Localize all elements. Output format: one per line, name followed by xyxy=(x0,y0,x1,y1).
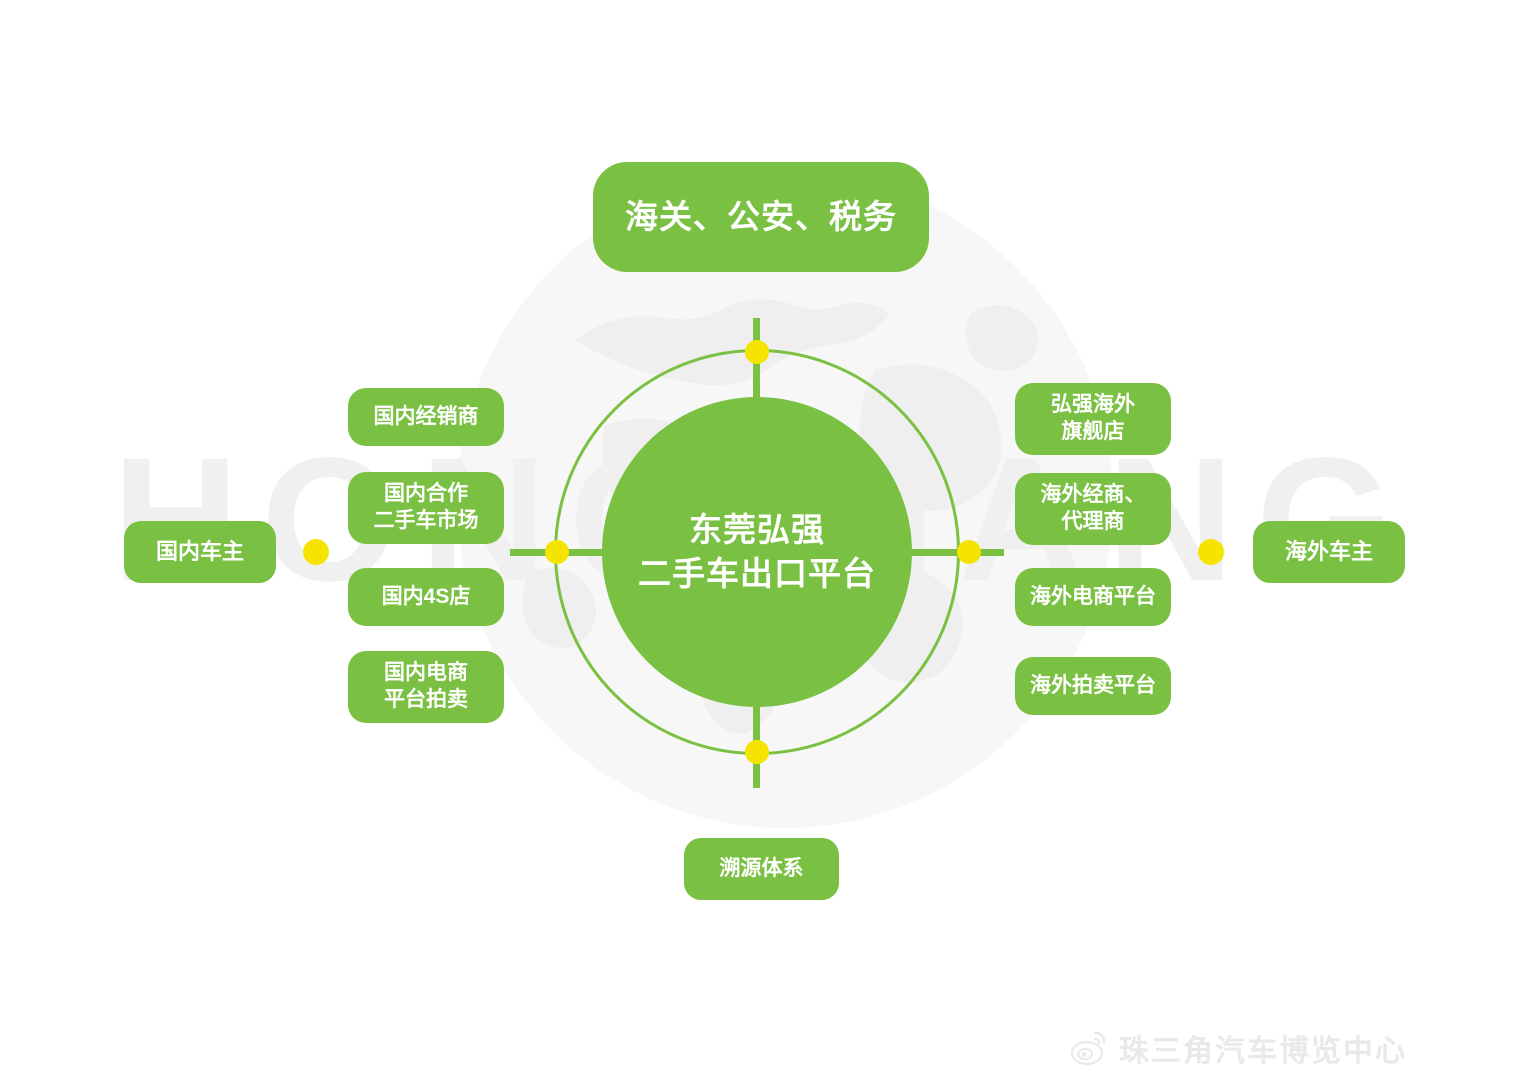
node-authorities[interactable]: 海关、公安、税务 xyxy=(593,162,929,272)
node-traceability-system-label: 溯源体系 xyxy=(719,856,804,880)
node-authorities-label: 海关、公安、税务 xyxy=(625,197,897,235)
hub-center-node[interactable]: 东莞弘强 二手车出口平台 xyxy=(602,397,912,707)
connector-left-outer xyxy=(510,549,558,556)
junction-node-right-outer[interactable] xyxy=(1198,539,1224,565)
node-domestic-car-owner-label: 国内车主 xyxy=(155,538,244,564)
junction-node-west[interactable] xyxy=(545,540,569,564)
node-domestic-dealer-label-1: 国内经销商 xyxy=(373,404,479,428)
node-overseas-auction-platform-label-1: 海外拍卖平台 xyxy=(1030,673,1156,697)
node-traceability-system[interactable]: 溯源体系 xyxy=(684,838,839,900)
node-hongqiang-overseas-flagship[interactable]: 弘强海外 旗舰店 xyxy=(1015,383,1171,455)
node-domestic-4s-store[interactable]: 国内4S店 xyxy=(348,568,504,626)
watermark: 珠三角汽车博览中心 xyxy=(1070,1026,1407,1070)
node-domestic-partner-market-label-2: 二手车市场 xyxy=(373,509,479,532)
weibo-icon xyxy=(1070,1031,1106,1066)
node-overseas-car-owner-label: 海外车主 xyxy=(1284,538,1373,564)
node-hongqiang-overseas-flagship-label-1: 弘强海外 xyxy=(1051,393,1135,417)
junction-node-left-outer[interactable] xyxy=(303,539,329,565)
node-domestic-car-owner[interactable]: 国内车主 xyxy=(124,521,276,583)
connector-bottom-lower xyxy=(753,744,760,788)
node-domestic-dealer[interactable]: 国内经销商 xyxy=(348,388,504,446)
node-overseas-ecommerce-platform[interactable]: 海外电商平台 xyxy=(1015,568,1171,626)
node-domestic-4s-store-label-1: 国内4S店 xyxy=(381,584,471,608)
node-overseas-car-owner[interactable]: 海外车主 xyxy=(1253,521,1405,583)
node-domestic-partner-market-label-1: 国内合作 xyxy=(384,482,468,506)
hub-title-line-2: 二手车出口平台 xyxy=(638,555,876,592)
node-overseas-auction-platform[interactable]: 海外拍卖平台 xyxy=(1015,657,1171,715)
junction-node-north[interactable] xyxy=(745,340,769,364)
node-domestic-ecommerce-auction-label-2: 平台拍卖 xyxy=(384,688,468,711)
node-overseas-ecommerce-platform-label-1: 海外电商平台 xyxy=(1030,584,1156,608)
node-domestic-ecommerce-auction[interactable]: 国内电商 平台拍卖 xyxy=(348,651,504,723)
node-overseas-dealer-agent-label-1: 海外经商、 xyxy=(1040,483,1146,507)
hub-title-line-1: 东莞弘强 xyxy=(689,511,825,549)
watermark-text: 珠三角汽车博览中心 xyxy=(1119,1035,1407,1068)
node-domestic-partner-market[interactable]: 国内合作 二手车市场 xyxy=(348,472,504,544)
node-domestic-ecommerce-auction-label-1: 国内电商 xyxy=(384,661,468,685)
junction-node-south[interactable] xyxy=(745,740,769,764)
junction-node-east[interactable] xyxy=(957,540,981,564)
node-hongqiang-overseas-flagship-label-2: 旗舰店 xyxy=(1061,420,1125,443)
node-overseas-dealer-agent-label-2: 代理商 xyxy=(1061,510,1125,533)
node-overseas-dealer-agent[interactable]: 海外经商、 代理商 xyxy=(1015,473,1171,545)
